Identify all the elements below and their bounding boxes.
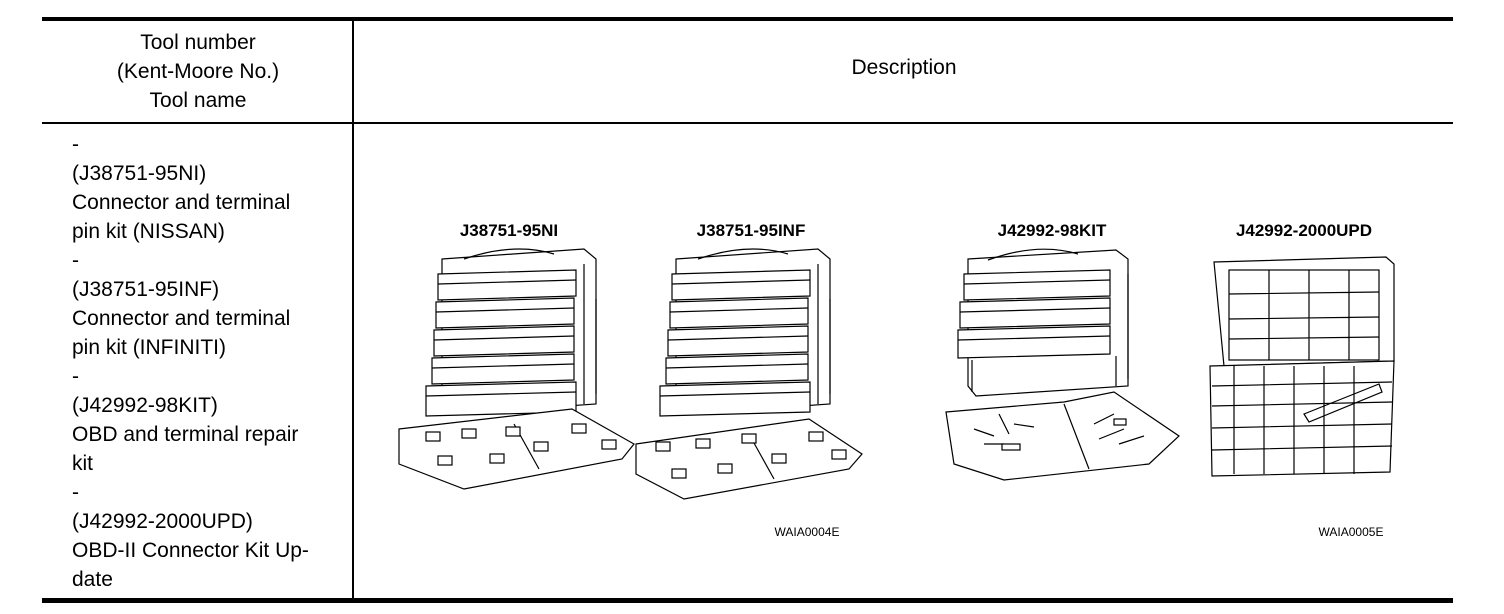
kit-label-j42992-98kit: J42992-98KIT xyxy=(998,221,1107,240)
header-line-kent-moore: (Kent-Moore No.) xyxy=(116,60,280,83)
header-separator-rule xyxy=(42,122,1453,124)
tool-list: - (J38751-95NI) Connector and terminal p… xyxy=(72,130,347,594)
tool-name-line: OBD-II Connector Kit Up- xyxy=(72,539,309,562)
tool-entry-2: - (J38751-95INF) Connector and terminal … xyxy=(72,246,347,362)
tool-dash: - xyxy=(72,249,79,272)
tool-dash: - xyxy=(72,481,79,504)
kit-label-j38751-95ni: J38751-95NI xyxy=(460,221,558,240)
tool-name-line: pin kit (NISSAN) xyxy=(72,220,225,243)
figure-code: WAIA0004E xyxy=(775,525,840,539)
tool-entry-1: - (J38751-95NI) Connector and terminal p… xyxy=(72,130,347,246)
tool-name-line: date xyxy=(72,568,113,591)
tool-number: (J42992-2000UPD) xyxy=(72,510,253,533)
kit-label-j42992-2000upd: J42992-2000UPD xyxy=(1236,221,1372,240)
tool-dash: - xyxy=(72,365,79,388)
header-line-tool-number: Tool number xyxy=(140,31,256,54)
tool-name-line: OBD and terminal repair xyxy=(72,423,299,446)
tool-entry-4: - (J42992-2000UPD) OBD-II Connector Kit … xyxy=(72,478,347,594)
tool-entry-3: - (J42992-98KIT) OBD and terminal repair… xyxy=(72,362,347,478)
repair-kit-case-icon xyxy=(945,248,1180,481)
tool-dash: - xyxy=(72,133,79,156)
tool-number: (J42992-98KIT) xyxy=(72,394,218,417)
kit-label-j38751-95inf: J38751-95INF xyxy=(697,221,806,240)
connector-kit-organizer-icon xyxy=(1209,256,1395,477)
table-top-rule xyxy=(42,17,1453,21)
tool-name-line: pin kit (INFINITI) xyxy=(72,336,227,359)
tool-name-line: Connector and terminal xyxy=(72,307,291,330)
header-tool-column: Tool number (Kent-Moore No.) Tool name xyxy=(44,28,352,115)
drawer-cabinet-icon xyxy=(635,248,863,500)
header-line-tool-name: Tool name xyxy=(149,89,247,112)
tool-name-line: Connector and terminal xyxy=(72,191,291,214)
table-bottom-rule xyxy=(42,598,1453,603)
column-divider xyxy=(352,20,354,600)
tool-name-line: kit xyxy=(72,452,93,475)
tool-number: (J38751-95INF) xyxy=(72,278,220,301)
header-description: Description xyxy=(851,56,957,79)
tool-kits-illustration: J38751-95NI J38751-95INF J42992-98KIT J4… xyxy=(398,221,1395,539)
drawer-cabinet-icon xyxy=(398,248,635,490)
figure-code: WAIA0005E xyxy=(1319,525,1384,539)
tool-number: (J38751-95NI) xyxy=(72,162,207,185)
